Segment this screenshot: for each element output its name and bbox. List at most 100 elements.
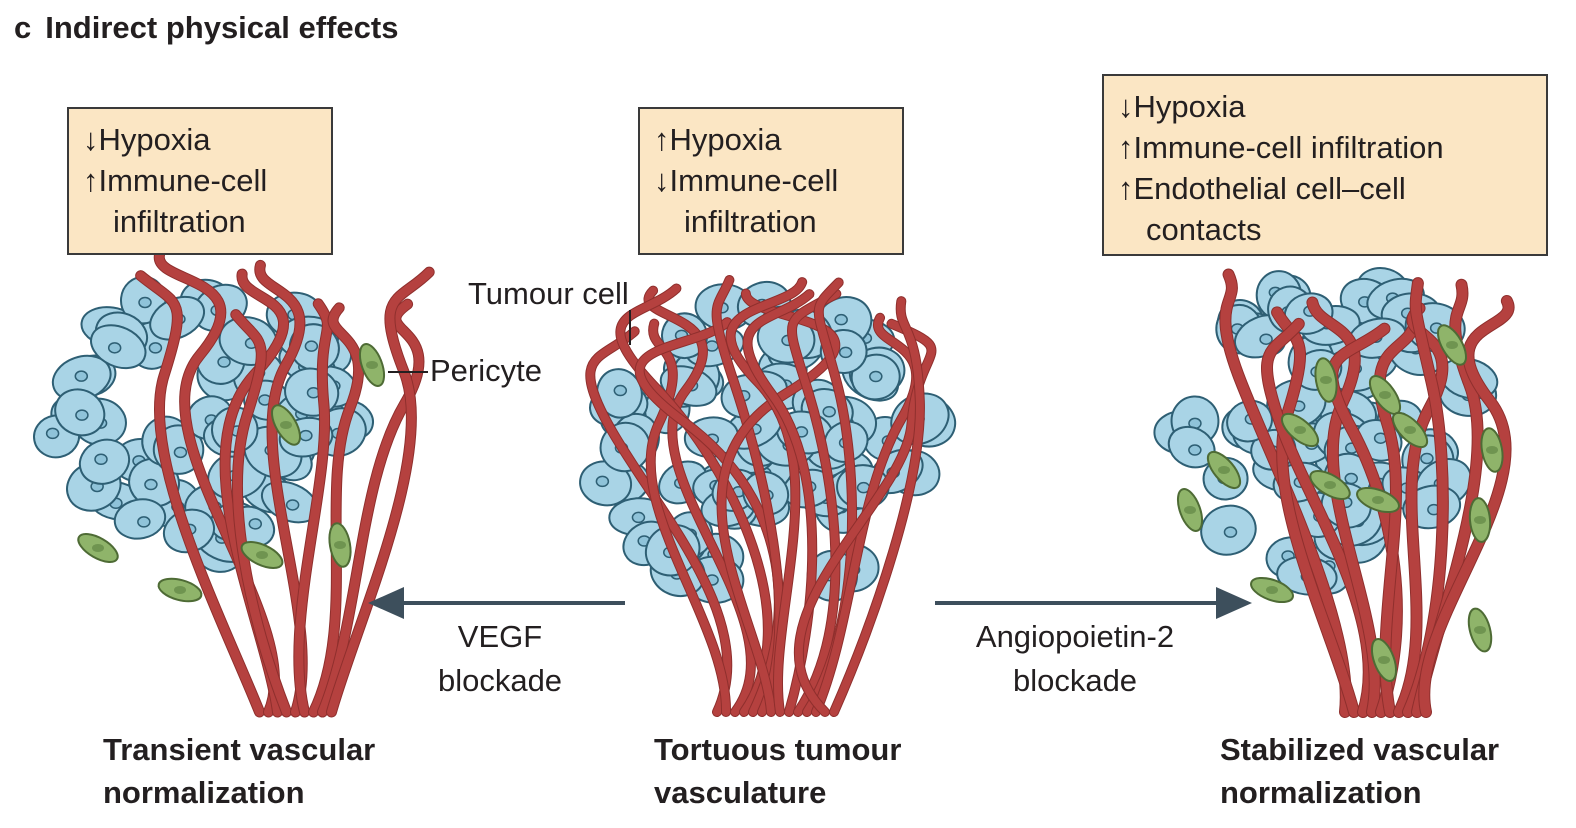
arrow-label-angiopoietin: Angiopoietin-2 blockade (945, 615, 1205, 703)
effect-line: contacts (1146, 212, 1262, 247)
tumour-tortuous-vasculature (579, 275, 957, 717)
cell-nucleus (304, 340, 319, 352)
cell-nucleus (613, 384, 628, 397)
pericyte-nucleus (1379, 391, 1391, 399)
blood-vessel (309, 303, 364, 717)
pericyte-nucleus (280, 421, 292, 429)
cell-nucleus (75, 409, 89, 421)
cell-nucleus (631, 511, 646, 524)
blood-vessel-network (585, 275, 937, 717)
cell-nucleus (834, 313, 848, 326)
pericyte-nucleus (1320, 376, 1332, 384)
cell-nucleus (94, 453, 108, 465)
effect-line: ↓Hypoxia (1118, 89, 1246, 124)
blood-vessel-network (1219, 268, 1515, 718)
blood-vessel (1403, 278, 1448, 717)
effects-box-left: ↓Hypoxia ↑Immune-cell infiltration (67, 107, 333, 255)
caption-left: Transient vascular normalization (103, 728, 375, 814)
tumour-cell-cluster (1153, 267, 1499, 596)
cell-nucleus (173, 446, 188, 459)
blood-vessel (294, 299, 332, 717)
cell-nucleus (217, 356, 231, 368)
effect-line: ↑Immune-cell infiltration (1118, 130, 1444, 165)
panel-title-text: Indirect physical effects (45, 10, 399, 45)
pericyte-nucleus (256, 551, 268, 559)
pericyte-nucleus (174, 586, 186, 594)
effect-line: infiltration (113, 204, 246, 239)
cell-nucleus (1223, 526, 1238, 538)
blood-vessel (795, 319, 936, 716)
blood-vessel (586, 327, 732, 716)
caption-center: Tortuous tumour vasculature (654, 728, 901, 814)
effect-line: ↓Immune-cell (654, 163, 839, 198)
pericyte-nucleus (1294, 426, 1306, 434)
pericyte-nucleus (1184, 506, 1196, 514)
pericyte-nucleus (366, 361, 378, 369)
pericyte-nucleus (1486, 446, 1498, 454)
cell-nucleus (74, 370, 89, 382)
caption-line: vasculature (654, 775, 827, 810)
cell-nucleus (869, 370, 883, 383)
arrow-label-vegf: VEGF blockade (410, 615, 590, 703)
effect-line: ↑Endothelial cell–cell (1118, 171, 1406, 206)
effect-line: infiltration (684, 204, 817, 239)
pericyte-group (1176, 324, 1504, 682)
cell-nucleus (822, 405, 836, 418)
pericyte-nucleus (1446, 341, 1458, 349)
arrow-label-line: Angiopoietin-2 (975, 619, 1175, 654)
blood-vessel (1327, 323, 1402, 717)
caption-line: Tortuous tumour (654, 732, 902, 767)
pericyte-nucleus (1372, 496, 1384, 504)
arrow-label-line: blockade (437, 663, 563, 698)
blood-vessel (1374, 319, 1420, 717)
blood-vessel (1419, 296, 1514, 717)
cell-nucleus (137, 516, 151, 528)
pericyte-nucleus (92, 544, 104, 552)
tumour-transient-normalization (33, 249, 435, 718)
pericyte-group (77, 343, 386, 603)
pericyte-nucleus (334, 541, 346, 549)
blood-vessel (812, 313, 921, 716)
blood-vessel (231, 310, 291, 717)
pericyte-nucleus (1378, 656, 1390, 664)
pericyte-nucleus (1324, 481, 1336, 489)
caption-line: normalization (1220, 775, 1422, 810)
blood-vessel (788, 289, 841, 716)
cell-nucleus (144, 478, 158, 491)
label-pericyte: Pericyte (430, 353, 542, 388)
blood-vessel (136, 271, 264, 717)
effect-line: ↑Hypoxia (654, 122, 782, 157)
blood-vessel (830, 297, 924, 716)
label-tumour-cell: Tumour cell (468, 276, 629, 311)
cell-nucleus (1420, 452, 1434, 465)
cell-nucleus (285, 499, 300, 511)
caption-line: Stabilized vascular (1220, 732, 1500, 767)
blood-vessel (1307, 297, 1380, 717)
arrow-label-line: VEGF (457, 619, 543, 654)
blood-vessel-network (135, 249, 435, 718)
blood-vessel (154, 250, 279, 717)
blood-vessel (318, 299, 424, 717)
cell-nucleus (1344, 472, 1358, 485)
cell-nucleus (1259, 333, 1273, 345)
cell-nucleus (148, 342, 163, 354)
arrow-label-line: blockade (1012, 663, 1138, 698)
pericyte-nucleus (1474, 626, 1486, 634)
caption-line: Transient vascular (103, 732, 376, 767)
cell-nucleus (838, 346, 853, 359)
cell-nucleus (248, 518, 263, 530)
blood-vessel (1220, 269, 1351, 717)
caption-right: Stabilized vascular normalization (1220, 728, 1499, 814)
pericyte-nucleus (1266, 586, 1278, 594)
pericyte-nucleus (1218, 466, 1230, 474)
pericyte-nucleus (1404, 426, 1416, 434)
cell-nucleus (1188, 444, 1202, 456)
effect-line: ↓Hypoxia (83, 122, 211, 157)
cell-nucleus (107, 342, 122, 354)
tumour-stabilized-normalization (1153, 267, 1515, 718)
cell-nucleus (45, 427, 60, 440)
effects-box-right: ↓Hypoxia ↑Immune-cell infiltration ↑Endo… (1102, 74, 1548, 256)
pericyte-nucleus (1474, 516, 1486, 524)
